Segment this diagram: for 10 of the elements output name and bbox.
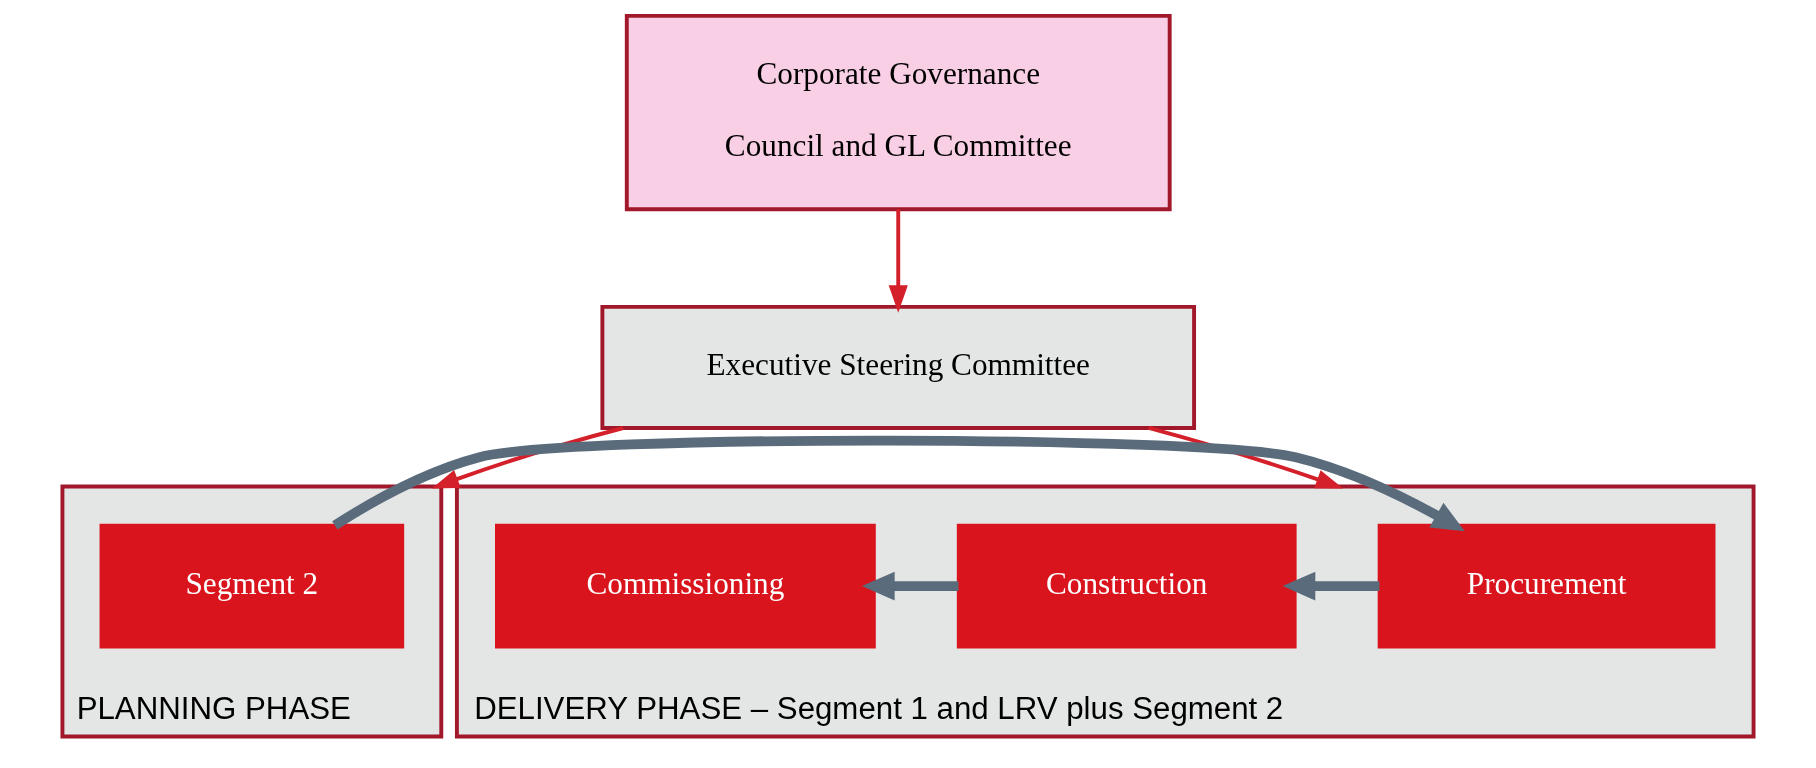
node-box: Corporate Governance Council and GL Committee bbox=[624, 13, 1172, 212]
node-box: Procurement bbox=[1377, 523, 1716, 649]
arrow bbox=[888, 209, 908, 313]
node-box: Segment 2 bbox=[99, 523, 405, 649]
node-box: Commissioning bbox=[494, 523, 876, 649]
node-box: Executive Steering Committee bbox=[600, 304, 1197, 430]
arrow bbox=[1282, 571, 1380, 601]
arrow bbox=[332, 435, 1465, 532]
node-box: Construction bbox=[956, 523, 1297, 649]
arrow bbox=[862, 571, 959, 601]
